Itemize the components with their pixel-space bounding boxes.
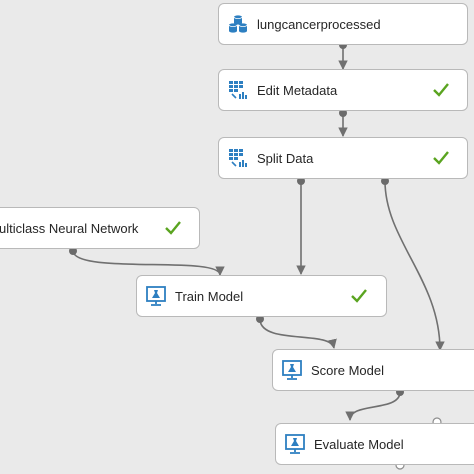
module-split-data[interactable]: Split Data — [218, 137, 468, 179]
evaluate-model-icon — [285, 434, 305, 454]
module-score-model[interactable]: Score Model — [272, 349, 474, 391]
output-port — [339, 109, 347, 117]
check-icon — [165, 221, 181, 235]
output-port — [69, 247, 77, 255]
module-edit-metadata[interactable]: Edit Metadata — [218, 69, 468, 111]
module-train-model[interactable]: Train Model — [136, 275, 387, 317]
check-icon — [433, 83, 449, 97]
module-label: Score Model — [311, 362, 384, 378]
check-icon — [351, 289, 367, 303]
wire-score-to-evaluate-model — [345, 392, 401, 421]
module-label: Split Data — [257, 150, 314, 166]
check-icon — [433, 151, 449, 165]
output-port — [256, 315, 264, 323]
wire-split-right-to-score-model — [384, 180, 445, 351]
dataset-icon — [228, 15, 248, 33]
module-label: Edit Metadata — [257, 82, 338, 98]
output-port — [381, 177, 389, 185]
wire-train-to-score-model — [259, 319, 337, 349]
score-model-icon — [282, 360, 302, 380]
module-label: Evaluate Model — [314, 436, 404, 452]
wire-network-to-train-model — [72, 250, 225, 276]
edit-metadata-icon — [229, 81, 247, 99]
output-port — [297, 177, 305, 185]
train-model-icon — [146, 286, 166, 306]
module-label: ulticlass Neural Network — [0, 220, 139, 236]
split-data-icon — [229, 149, 247, 167]
module-evaluate-model[interactable]: Evaluate Model — [275, 423, 474, 465]
module-label: lungcancerprocessed — [257, 16, 381, 32]
module-neural-network[interactable]: ulticlass Neural Network — [0, 207, 200, 249]
module-label: Train Model — [175, 288, 244, 304]
module-dataset[interactable]: lungcancerprocessed — [218, 3, 468, 45]
